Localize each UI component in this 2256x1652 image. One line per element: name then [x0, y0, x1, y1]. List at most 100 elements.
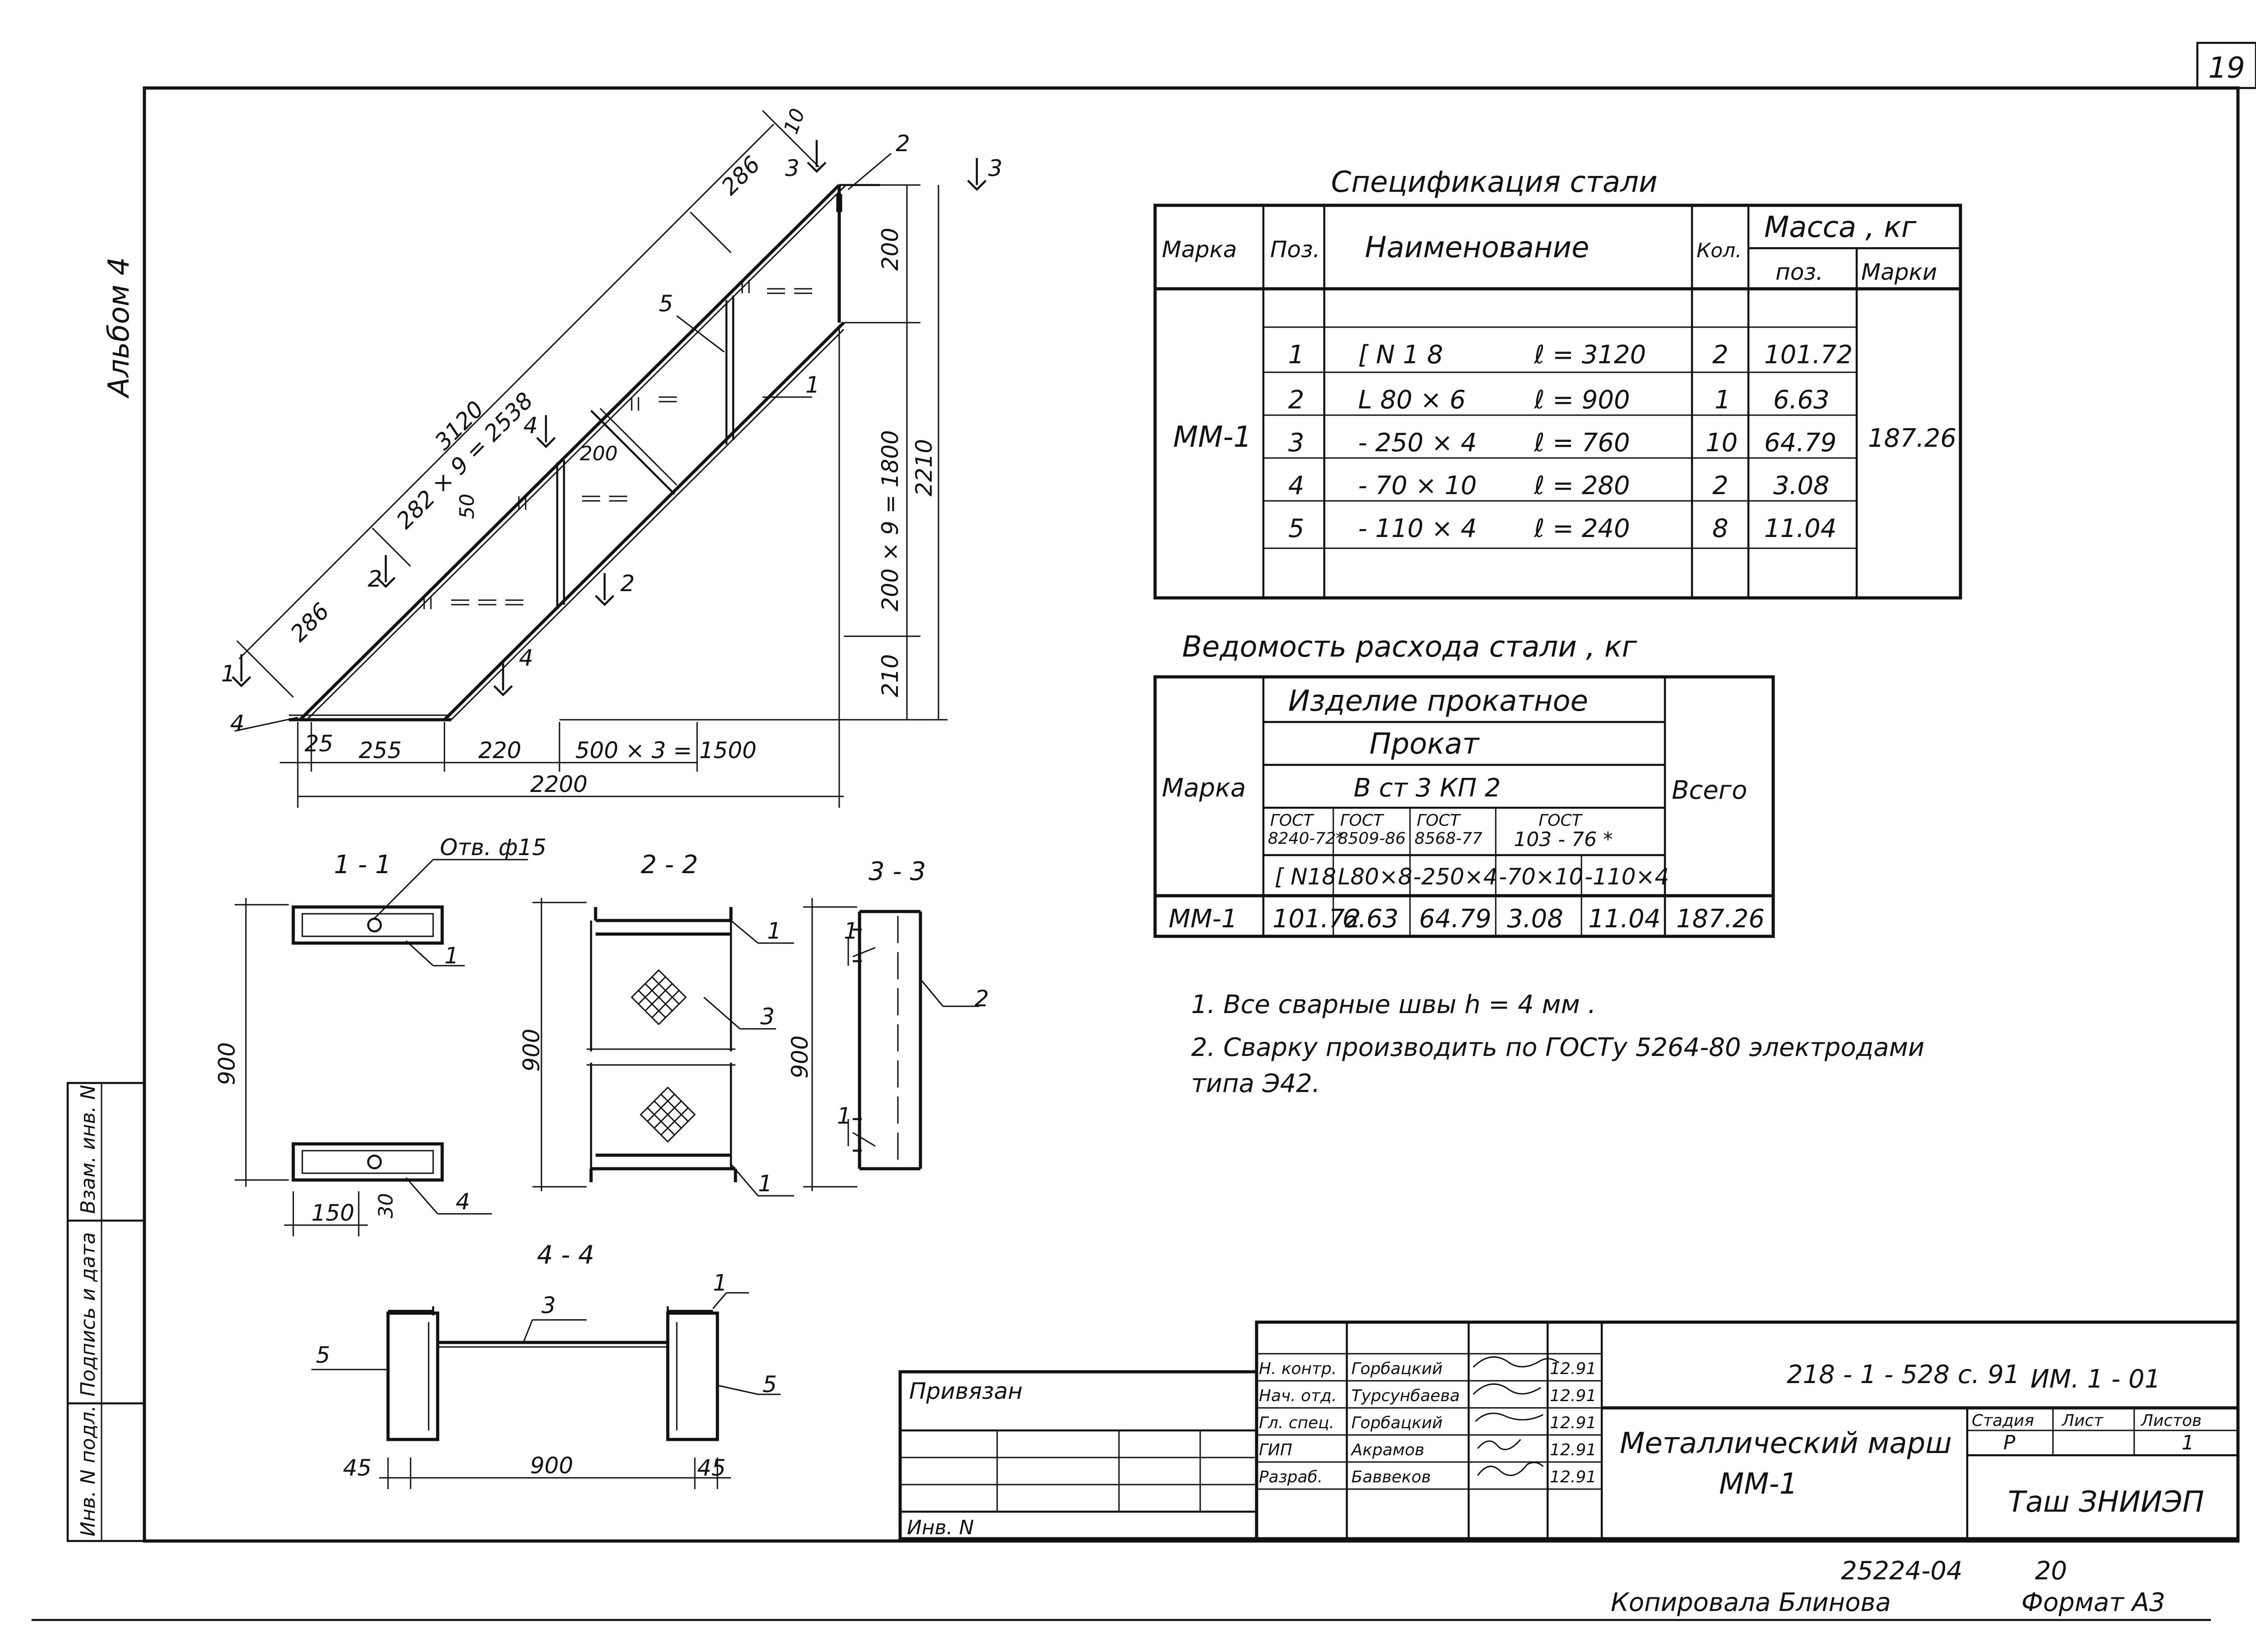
signer-name: Турсунбаева	[1351, 1387, 1460, 1405]
spec-cell-profile: - 70 × 10	[1358, 471, 1477, 500]
section-2-2-callout-3: 3	[760, 1004, 775, 1030]
section-3-3-title: 3 - 3	[869, 857, 926, 886]
page-number: 19	[2208, 51, 2245, 85]
vedomost-gost-headers: ГОСТ 8240-72* ГОСТ 8509-86 ГОСТ 8568-77 …	[1268, 811, 1613, 851]
gost-label: ГОСТ	[1539, 811, 1583, 830]
value-cell: 6.63	[1342, 904, 1399, 934]
profile-cell: [ N18	[1275, 864, 1336, 890]
title-doc-id: ИМ. 1 - 01	[2030, 1365, 2161, 1394]
spec-mark-total: 187.26	[1868, 424, 1956, 453]
dim-200x9: 200 × 9 = 1800	[877, 430, 903, 611]
callout-2-top: 2	[896, 130, 910, 157]
note-2-cont: типа Э42.	[1191, 1069, 1320, 1098]
side-stamp-vzam: Взам. инв. N	[77, 1085, 100, 1214]
spec-hdr-pos: Поз.	[1270, 236, 1320, 263]
spec-cell-profile: [ N 1 8	[1358, 340, 1443, 370]
signer-name: Горбацкий	[1351, 1360, 1442, 1378]
section-1-1-callout-4: 4	[456, 1189, 470, 1215]
value-cell: 3.08	[1507, 904, 1563, 934]
callout-1: 1	[805, 372, 820, 398]
dim-2200: 2200	[530, 771, 587, 797]
section-4-4-callout-1: 1	[713, 1270, 727, 1296]
value-cell: 11.04	[1588, 904, 1660, 934]
spec-table	[1153, 204, 1962, 600]
section-3-3-callout-2: 2	[975, 986, 989, 1012]
title-sheets-hdr: Листов	[2140, 1411, 2201, 1430]
vedomost-hdr-marka: Марка	[1162, 773, 1246, 803]
spec-cell-qty: 2	[1712, 471, 1729, 500]
spec-cell-length: ℓ = 900	[1534, 385, 1630, 415]
title-stage-hdr: Стадия	[1972, 1411, 2034, 1430]
spec-cell-length: ℓ = 280	[1534, 471, 1630, 500]
spec-hdr-name: Наименование	[1365, 231, 1589, 264]
spec-cell-length: ℓ = 3120	[1534, 340, 1646, 370]
vedomost-hdr-prokat: Прокат	[1369, 727, 1480, 761]
title-object-mark: ММ-1	[1719, 1467, 1798, 1501]
side-stamp-podpis: Подпись и дата	[77, 1232, 100, 1397]
spec-cell-pos: 4	[1288, 471, 1304, 500]
section-1-1-callout-1: 1	[444, 943, 459, 969]
profile-cell: L80×8	[1338, 864, 1412, 890]
vedomost-row-mark: ММ-1	[1169, 904, 1237, 934]
spec-mark: ММ-1	[1173, 421, 1252, 454]
signer-date: 12.91	[1550, 1441, 1596, 1459]
spec-cell-mass: 6.63	[1773, 385, 1830, 415]
footer-copied: Копировала Блинова	[1611, 1588, 1891, 1617]
dim-255: 255	[359, 737, 402, 764]
dim-220: 220	[478, 737, 521, 764]
dim-25: 25	[305, 731, 333, 757]
title-object-name: Металлический марш	[1620, 1427, 1952, 1460]
signer-role: ГИП	[1259, 1441, 1292, 1459]
spec-cell-pos: 3	[1288, 428, 1304, 458]
section-4-4-dim-45a: 45	[343, 1455, 372, 1481]
section-1-1-dim-900: 900	[214, 1042, 240, 1085]
spec-cell-pos: 1	[1288, 340, 1304, 370]
title-privyazan: Привязан	[909, 1378, 1022, 1404]
gost-label: ГОСТ	[1417, 811, 1461, 830]
cut-2-label-a: 2	[368, 566, 382, 592]
section-3-3-callout-1a: 1	[844, 918, 858, 944]
section-3-3-dim-900: 900	[787, 1036, 813, 1078]
title-block	[898, 1320, 2240, 1541]
value-cell: 64.79	[1419, 904, 1491, 934]
section-4-4-callout-5b: 5	[763, 1371, 777, 1397]
section-4-4	[311, 1292, 781, 1489]
signer-date: 12.91	[1550, 1360, 1596, 1378]
signer-role: Разраб.	[1259, 1468, 1322, 1486]
section-1-1-title: 1 - 1	[334, 850, 391, 879]
section-2-2-callout-1b: 1	[758, 1171, 772, 1197]
section-4-4-dim-45b: 45	[697, 1455, 726, 1481]
profile-cell: -70×10	[1499, 864, 1583, 890]
gost-number: 8509-86	[1338, 829, 1405, 848]
signer-row: Н. контр. Горбацкий 12.91	[1259, 1360, 1596, 1378]
vedomost-hdr-steel: В ст 3 КП 2	[1354, 773, 1501, 803]
dim-500x3: 500 × 3 = 1500	[575, 737, 757, 764]
section-4-4-title: 4 - 4	[537, 1240, 594, 1270]
vedomost-hdr-izdelie: Изделие прокатное	[1288, 685, 1588, 718]
vedomost-title: Ведомость расхода стали , кг	[1182, 630, 1637, 664]
callout-5: 5	[659, 291, 673, 317]
side-stamp-inv: Инв. N подл.	[77, 1405, 100, 1536]
dim-200-top: 200	[877, 228, 903, 271]
vedomost-value-row: ММ-1 101.72 6.63 64.79 3.08 11.04 187.26	[1169, 904, 1765, 934]
note-1: 1. Все сварные швы h = 4 мм .	[1191, 990, 1596, 1019]
signer-name: Акрамов	[1350, 1441, 1424, 1459]
section-1-1-dim-30: 30	[374, 1193, 398, 1218]
section-2-2-title: 2 - 2	[641, 850, 698, 879]
spec-row: 1 [ N 1 8 ℓ = 3120 2 101.72	[1288, 340, 1853, 370]
callout-3-top: 3	[988, 155, 1003, 181]
spec-row: 5 - 110 × 4 ℓ = 240 8 11.04	[1288, 514, 1836, 543]
spec-cell-mass: 3.08	[1773, 471, 1830, 500]
spec-cell-profile: - 250 × 4	[1358, 428, 1477, 458]
notes: 1. Все сварные швы h = 4 мм . 2. Сварку …	[1191, 990, 1924, 1098]
title-sheets: 1	[2182, 1431, 2194, 1454]
cut-1-label: 1	[221, 661, 236, 687]
gost-number: 8568-77	[1415, 829, 1483, 848]
signer-role: Нач. отд.	[1259, 1387, 1337, 1405]
signer-row: ГИП Акрамов 12.91	[1259, 1441, 1596, 1459]
spec-cell-length: ℓ = 240	[1534, 514, 1630, 543]
stair-elevation	[231, 110, 987, 808]
value-cell: 101.72	[1272, 904, 1361, 934]
dim-210: 210	[877, 654, 903, 697]
